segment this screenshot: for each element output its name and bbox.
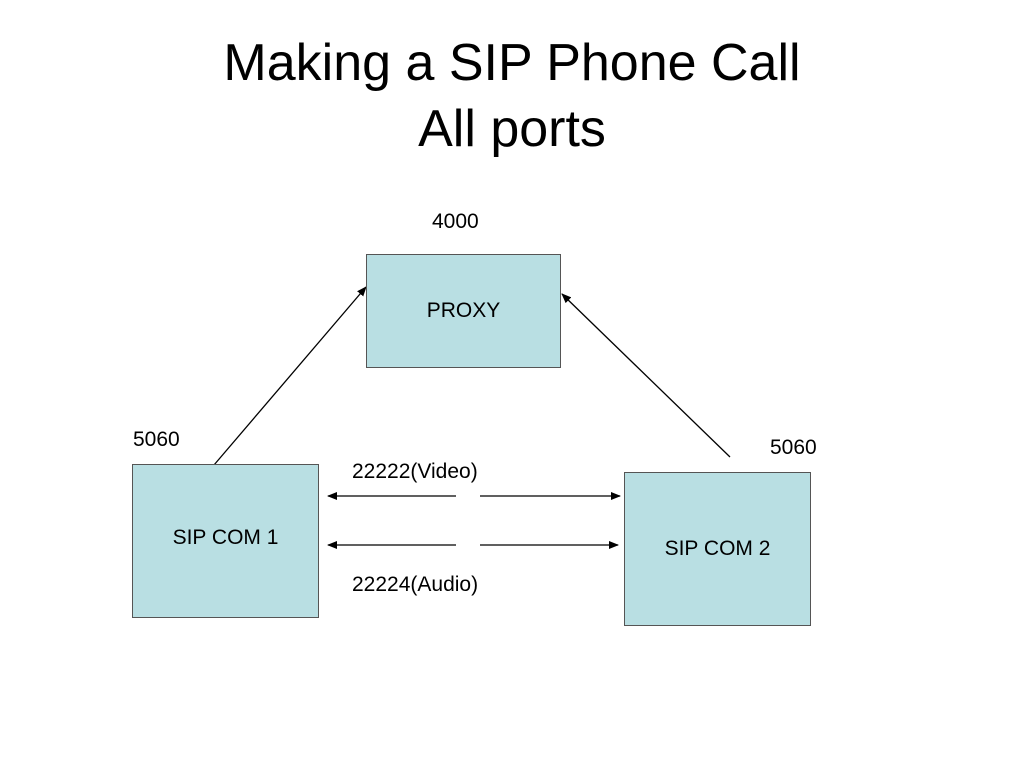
proxy-box: PROXY	[366, 254, 561, 368]
sip-com-1-port-label: 5060	[133, 428, 180, 451]
sip-com-2-box: SIP COM 2	[624, 472, 811, 626]
slide-title: Making a SIP Phone Call All ports	[0, 30, 1024, 162]
sip-com-1-box: SIP COM 1	[132, 464, 319, 618]
arrow-sipcom2-to-proxy	[561, 293, 731, 458]
title-line-1: Making a SIP Phone Call	[223, 34, 801, 92]
video-port-label: 22222(Video)	[352, 460, 478, 483]
title-line-2: All ports	[418, 100, 606, 158]
sip-com-2-label: SIP COM 2	[664, 537, 771, 560]
sip-com-1-label: SIP COM 1	[172, 526, 279, 549]
arrow-sipcom1-to-proxy	[213, 286, 367, 466]
proxy-port-label: 4000	[432, 210, 479, 233]
audio-port-label: 22224(Audio)	[352, 573, 479, 596]
sip-com-2-port-label: 5060	[770, 436, 817, 459]
proxy-label: PROXY	[426, 299, 501, 322]
